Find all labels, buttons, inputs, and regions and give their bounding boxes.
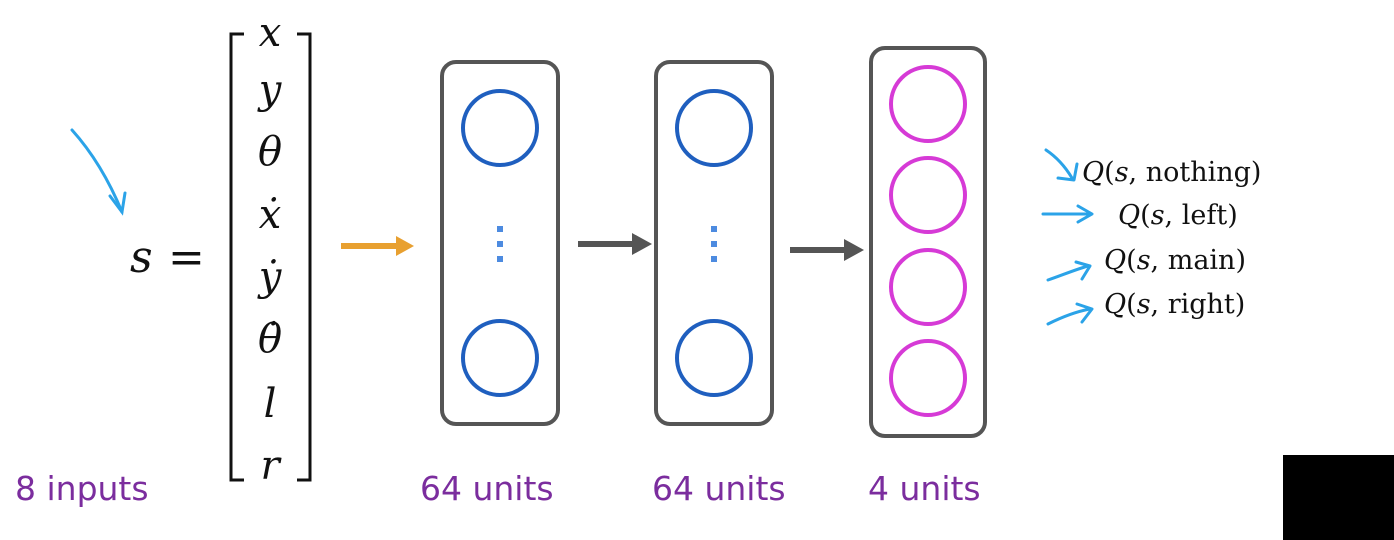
q-value-labels: Q(s, nothing) Q(s, left) Q(s, main) Q(s, ri… [1082,157,1261,320]
vector-bracket-left [229,32,244,482]
equals-sign: = [168,232,205,283]
annotation-arrow-q-nothing [1044,148,1079,182]
state-component-5: θ̇ [258,316,282,362]
state-symbol: s [130,232,153,283]
hidden-layer-1-ellipsis [497,226,503,262]
caption-layer2: 64 units [652,469,786,508]
q-label-right: Q(s, right) [1104,289,1245,320]
arrow-layer2-to-output [790,239,864,261]
hidden-layer-1-unit-top [461,89,539,167]
state-component-6: l [264,381,277,427]
state-component-2: θ [258,129,282,175]
q-action: nothing [1146,157,1251,188]
hidden-layer-2-unit-top [675,89,753,167]
hidden-layer-2-unit-bottom [675,319,753,397]
hidden-layer-1-box [440,60,560,426]
q-action: main [1168,245,1236,276]
state-component-0: x [259,10,282,56]
caption-inputs: 8 inputs [15,469,149,508]
output-unit-nothing [889,65,967,143]
hidden-layer-2-ellipsis [711,226,717,262]
state-component-4: ẏ [257,254,283,300]
hidden-layer-2-box [654,60,774,426]
annotation-arrow-q-right [1046,302,1094,326]
state-component-3: ẋ [259,192,282,238]
q-arg: s [1137,289,1151,320]
output-unit-right [889,339,967,417]
q-arg: s [1151,200,1165,231]
caption-output: 4 units [868,469,981,508]
q-label-left: Q(s, left) [1118,200,1238,231]
q-action: right [1168,289,1235,320]
input-arrow [341,236,414,256]
q-label-main: Q(s, main) [1104,245,1246,276]
q-action: left [1182,200,1228,231]
hidden-layer-1-unit-bottom [461,319,539,397]
arrow-layer1-to-layer2 [578,233,652,255]
q-fn: Q [1082,157,1104,188]
state-component-1: y [257,67,283,113]
annotation-arrow-state [70,128,127,216]
annotation-arrow-q-left [1041,204,1094,224]
vector-bracket-right [297,32,312,482]
output-layer-box [869,46,987,438]
annotation-arrow-q-main [1046,260,1092,282]
caption-layer1: 64 units [420,469,554,508]
output-unit-main [889,248,967,326]
black-overlay-block [1283,455,1394,540]
output-unit-left [889,156,967,234]
q-arg: s [1137,245,1151,276]
state-component-7: r [260,443,282,489]
q-fn: Q [1118,200,1140,231]
q-arg: s [1115,157,1129,188]
q-fn: Q [1104,245,1126,276]
q-label-nothing: Q(s, nothing) [1082,157,1261,188]
q-fn: Q [1104,289,1126,320]
